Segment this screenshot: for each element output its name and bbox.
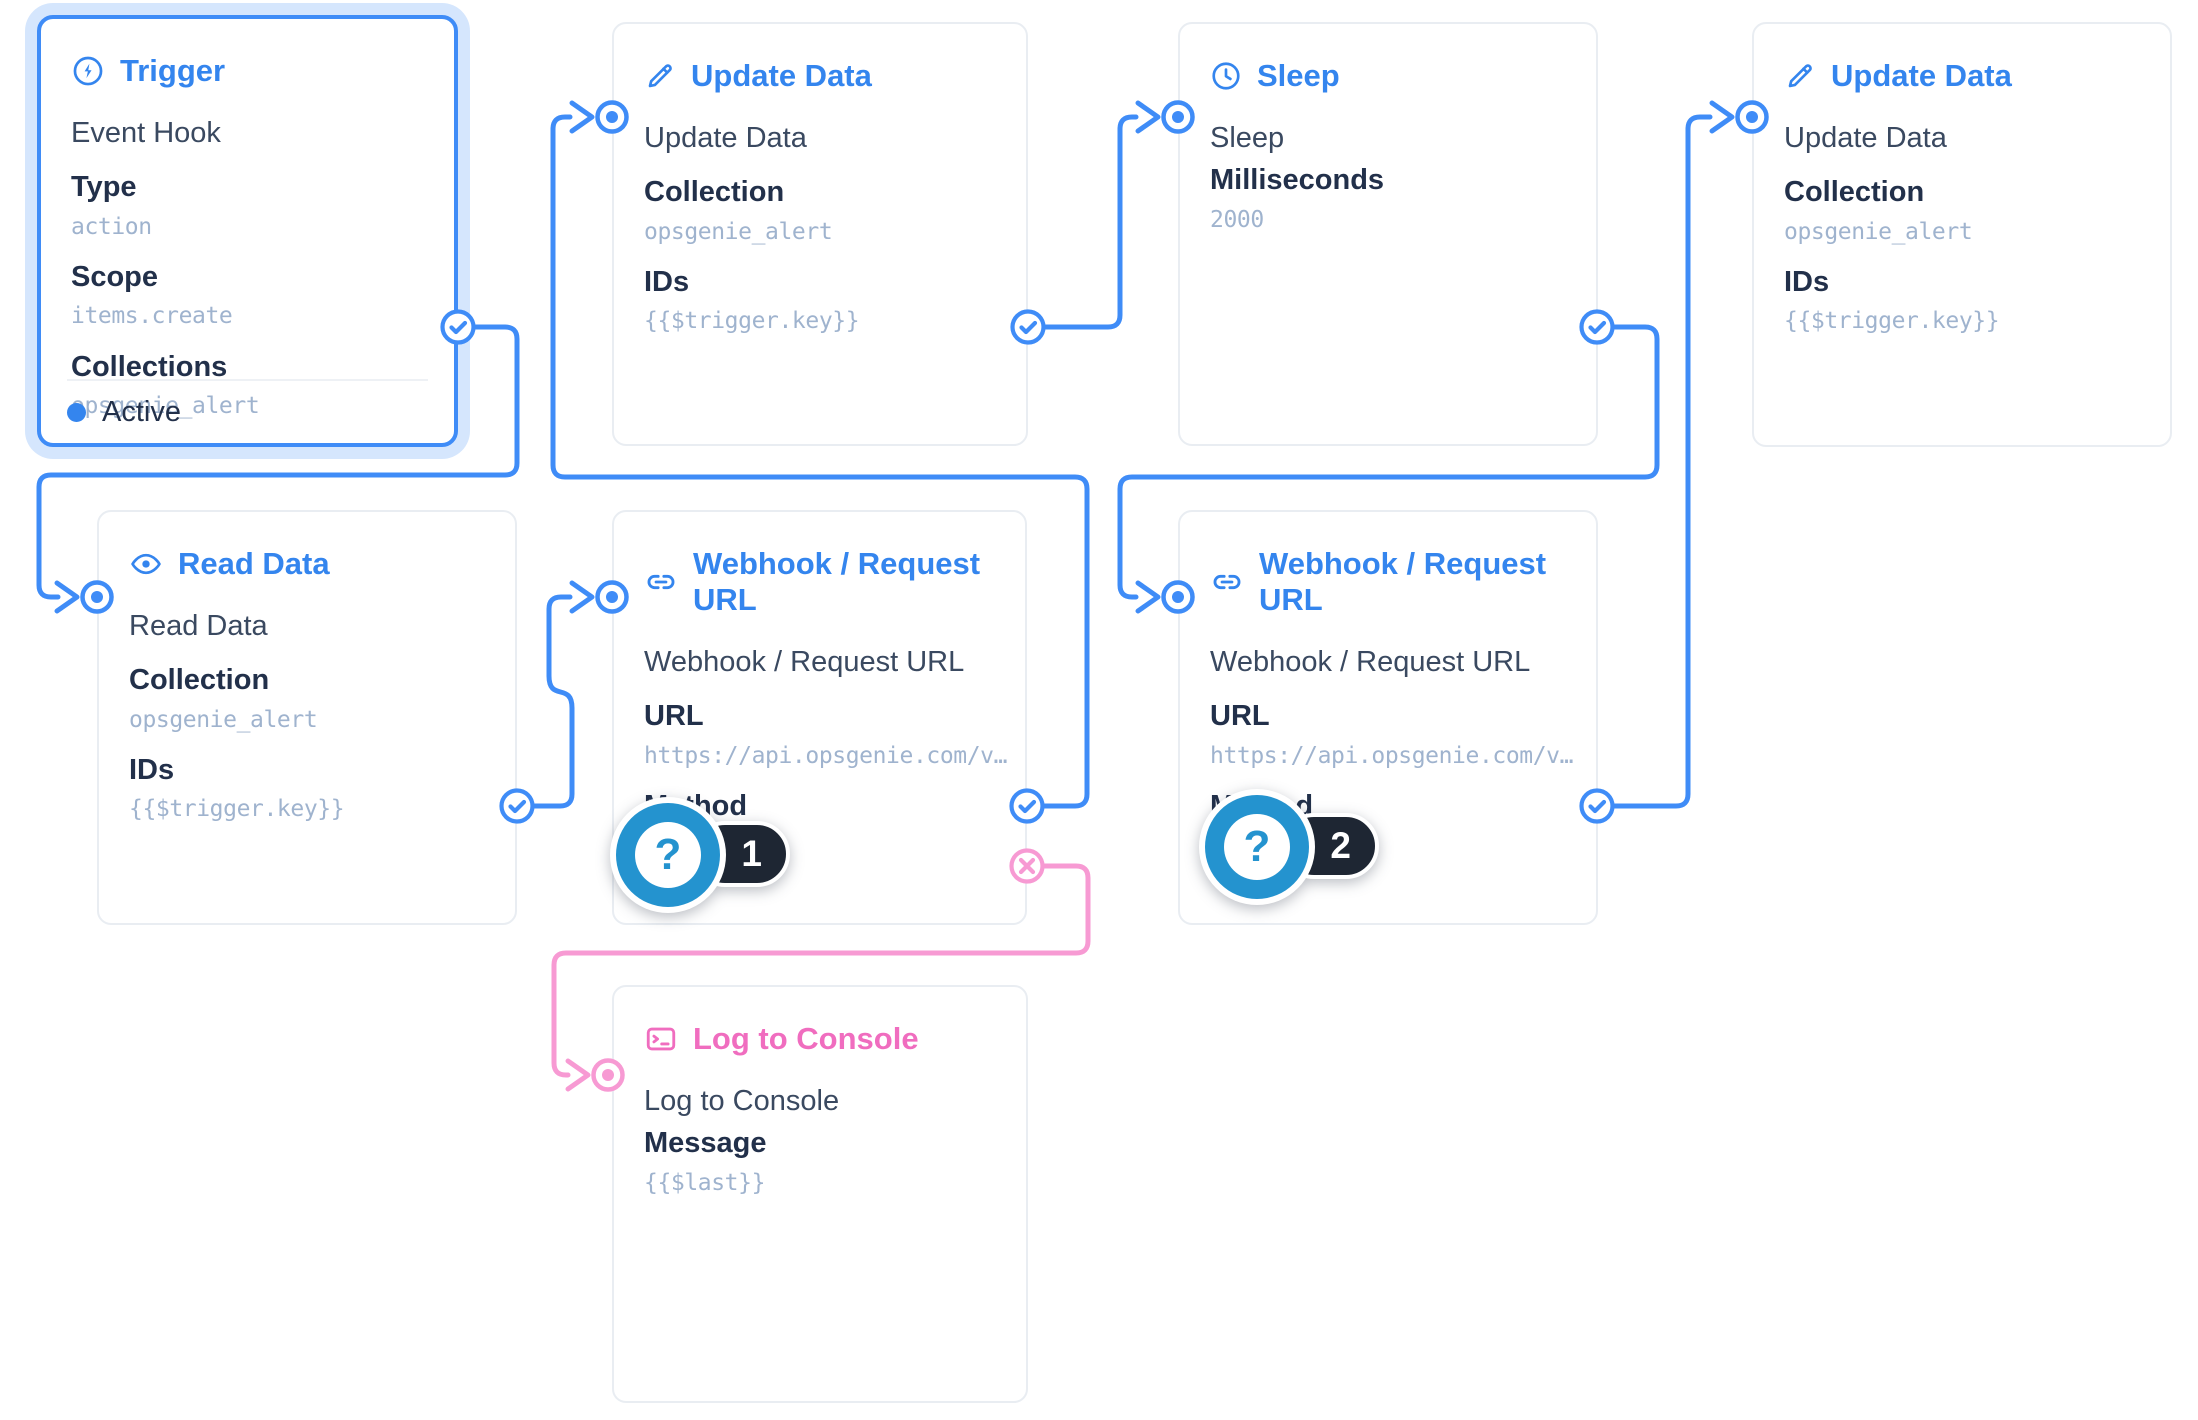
run-result-badge-1[interactable]: 1 ?: [616, 803, 792, 907]
field-label: URL: [1210, 700, 1270, 733]
node-title: Read Data: [178, 546, 330, 581]
field-label: Milliseconds: [1210, 164, 1385, 197]
arrowhead-icon: [1709, 100, 1735, 134]
node-card-read-data[interactable]: Read Data Read Data Collection opsgenie_…: [97, 510, 517, 925]
field-value: opsgenie_alert: [644, 218, 833, 245]
field-label: Collection: [129, 664, 270, 697]
link-icon: [1210, 565, 1244, 599]
node-name: Update Data: [644, 122, 807, 154]
field-value: {{$trigger.key}}: [1784, 308, 2000, 335]
field-value: action: [71, 213, 152, 240]
node-title-row: Trigger: [71, 53, 424, 89]
field-label: Scope: [71, 261, 159, 294]
node-title: Log to Console: [693, 1021, 919, 1056]
node-title-row: Webhook / Request URL: [1210, 546, 1566, 618]
node-title-row: Update Data: [1784, 58, 2140, 94]
field-label: Type: [71, 171, 137, 204]
arrowhead-icon: [565, 1058, 591, 1092]
node-name: Sleep: [1210, 122, 1285, 154]
field-value: https://api.opsgenie.com/v…: [644, 742, 1008, 769]
trigger-status-row: Active: [67, 379, 428, 443]
clock-icon: [1210, 60, 1242, 92]
field-value: {{$last}}: [644, 1169, 766, 1196]
node-name: Read Data: [129, 610, 268, 642]
node-card-trigger[interactable]: Trigger Event Hook Type action Scope ite…: [37, 15, 458, 447]
node-title: Sleep: [1257, 58, 1340, 93]
node-title-row: Sleep: [1210, 58, 1566, 94]
field-label: Collection: [644, 176, 785, 209]
field-label: IDs: [1784, 266, 1830, 299]
node-title-row: Update Data: [644, 58, 996, 94]
wire-read-data-to-webhook-1: [530, 594, 575, 809]
node-card-sleep[interactable]: Sleep Sleep Milliseconds 2000: [1178, 22, 1598, 446]
field-label: Collection: [1784, 176, 1925, 209]
field-value: opsgenie_alert: [1784, 218, 1973, 245]
node-title: Update Data: [691, 58, 872, 93]
field-value: 2000: [1210, 206, 1264, 233]
active-status-dot: [67, 402, 86, 422]
node-title: Trigger: [120, 53, 226, 88]
question-mark-icon: ?: [616, 803, 720, 907]
pencil-icon: [1784, 60, 1816, 92]
run-count: 2: [1330, 825, 1351, 866]
field-label: IDs: [644, 266, 690, 299]
field-label: URL: [644, 700, 704, 733]
arrowhead-icon: [569, 580, 595, 614]
node-name: Webhook / Request URL: [1210, 646, 1531, 678]
node-name: Update Data: [1784, 122, 1947, 154]
run-count: 1: [741, 833, 762, 874]
wire-webhook-2-to-update-data-2: [1610, 114, 1713, 809]
node-card-update-data-2[interactable]: Update Data Update Data Collection opsge…: [1752, 22, 2172, 447]
node-title-row: Log to Console: [644, 1021, 996, 1057]
node-title-row: Read Data: [129, 546, 485, 582]
field-value: opsgenie_alert: [129, 706, 318, 733]
question-mark-icon: ?: [1205, 795, 1309, 899]
arrowhead-icon: [54, 580, 80, 614]
node-name: Event Hook: [71, 117, 221, 149]
node-card-log-to-console[interactable]: Log to Console Log to Console Message {{…: [612, 985, 1028, 1403]
node-name: Webhook / Request URL: [644, 646, 965, 678]
field-value: {{$trigger.key}}: [129, 796, 345, 823]
node-title: Webhook / Request URL: [1259, 546, 1547, 617]
arrowhead-icon: [1135, 100, 1161, 134]
pencil-icon: [644, 60, 676, 92]
status-label: Active: [102, 395, 181, 428]
arrowhead-icon: [569, 100, 595, 134]
terminal-icon: [644, 1022, 678, 1056]
node-title: Webhook / Request URL: [693, 546, 981, 617]
link-icon: [644, 565, 678, 599]
field-label: Message: [644, 1127, 767, 1160]
wire-update-data-1-to-sleep: [1041, 114, 1139, 330]
node-title-row: Webhook / Request URL: [644, 546, 995, 618]
field-value: https://api.opsgenie.com/v…: [1210, 742, 1574, 769]
field-value: {{$trigger.key}}: [644, 308, 860, 335]
node-name: Log to Console: [644, 1085, 840, 1117]
field-value: items.create: [71, 303, 233, 330]
eye-icon: [129, 547, 163, 581]
field-label: IDs: [129, 754, 175, 787]
run-result-badge-2[interactable]: 2 ?: [1205, 795, 1381, 899]
node-card-update-data-1[interactable]: Update Data Update Data Collection opsge…: [612, 22, 1028, 446]
arrowhead-icon: [1135, 580, 1161, 614]
zap-circle-icon: [71, 54, 105, 88]
node-title: Update Data: [1831, 58, 2012, 93]
